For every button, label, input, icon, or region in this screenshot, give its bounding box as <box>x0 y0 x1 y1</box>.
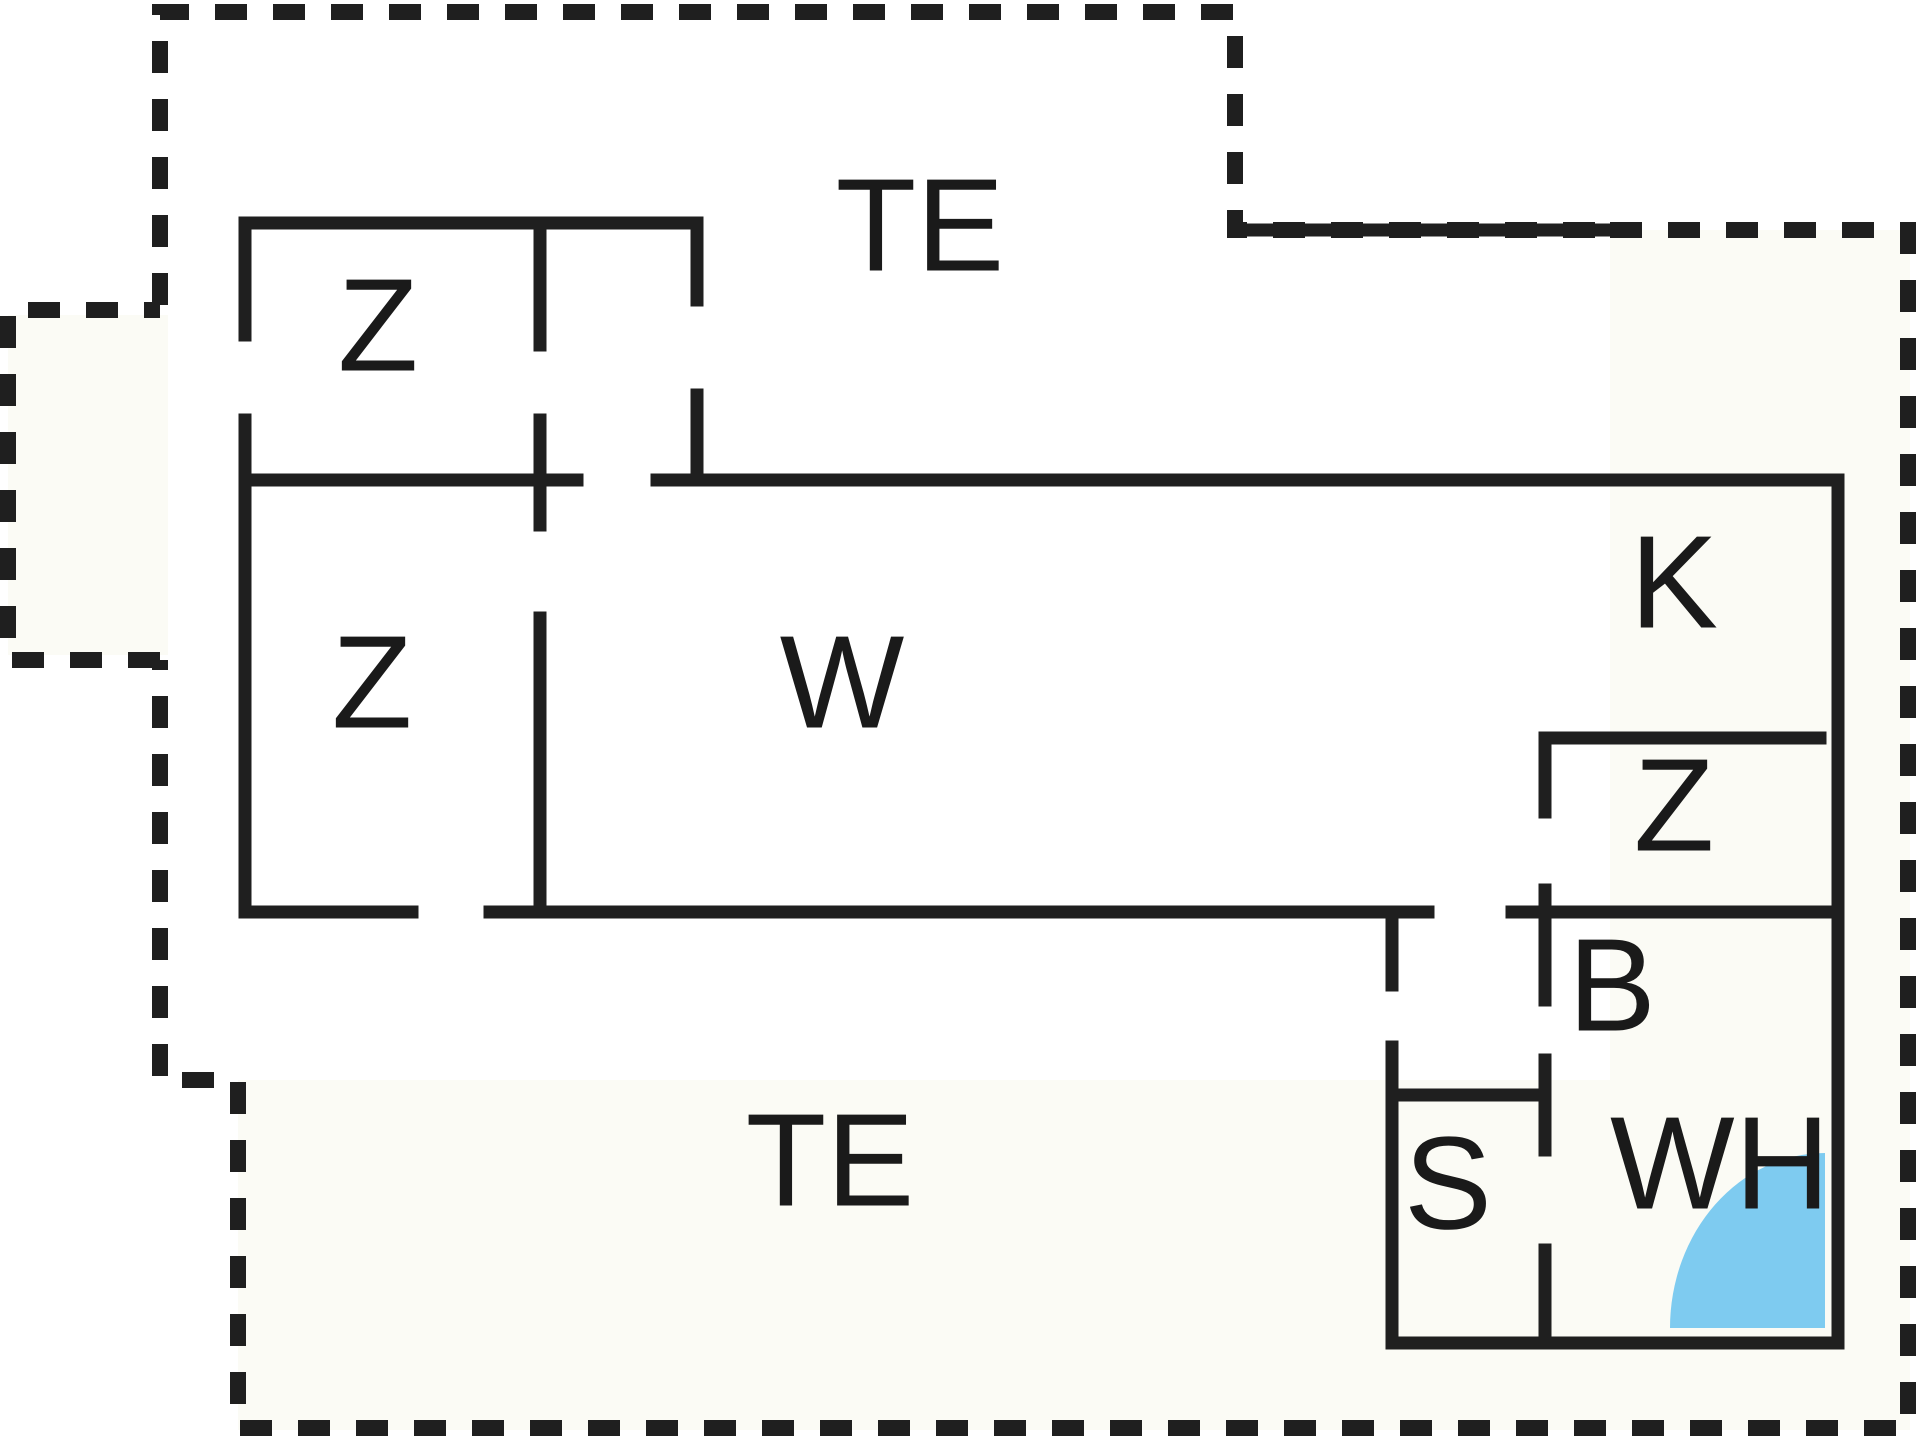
bathtub-fixture <box>1670 1153 1825 1328</box>
label-room-s: S <box>1404 1110 1492 1257</box>
label-room-k: K <box>1630 509 1718 656</box>
terrace-left-fill <box>8 315 168 655</box>
terrace-fills <box>8 230 1910 1430</box>
label-terrace-bottom: TE <box>746 1087 915 1234</box>
label-room-z-middle: Z <box>332 609 413 756</box>
label-room-b: B <box>1568 912 1656 1059</box>
boundary-right-bottom <box>152 222 1916 1436</box>
walls <box>238 216 1845 1350</box>
boundary-left-notch <box>0 302 160 668</box>
label-room-z-right: Z <box>1634 732 1715 879</box>
label-terrace-top: TE <box>836 152 1005 299</box>
room-labels: TE Z Z W K Z B TE S WH <box>332 152 1830 1257</box>
label-room-wh: WH <box>1610 1090 1830 1237</box>
label-room-z-top: Z <box>338 252 419 399</box>
label-room-w: W <box>780 609 905 756</box>
